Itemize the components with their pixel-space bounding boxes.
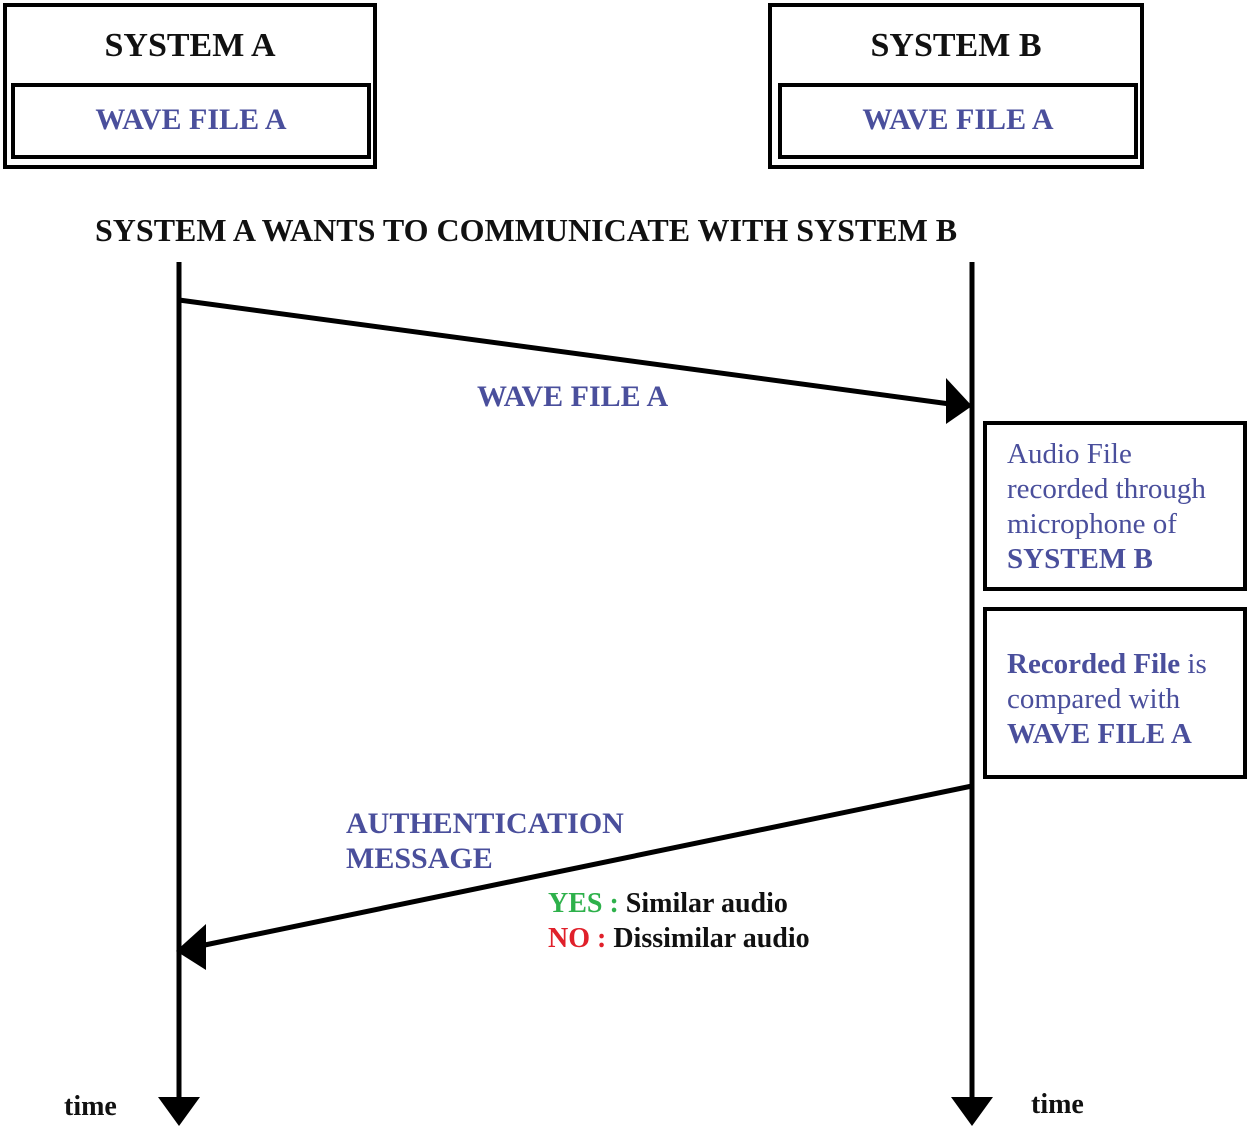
recorded-audio-line-2: recorded through: [1007, 473, 1206, 505]
legend-yes: YES : Similar audio: [548, 886, 810, 921]
comparison-line-1-rest: is: [1180, 648, 1207, 680]
system-b-title: SYSTEM B: [870, 27, 1042, 64]
recorded-audio-line-1: Audio File: [1007, 438, 1132, 470]
comparison-line-3: WAVE FILE A: [1007, 718, 1192, 750]
legend-yes-text: Similar audio: [618, 888, 788, 919]
system-a-title: SYSTEM A: [104, 27, 276, 64]
authentication-label: AUTHENTICATION MESSAGE: [346, 806, 624, 876]
recorded-audio-line-4: SYSTEM B: [1007, 543, 1153, 575]
system-a-file-label: WAVE FILE A: [95, 103, 287, 136]
legend-no: NO : Dissimilar audio: [548, 921, 810, 956]
system-b-file-label: WAVE FILE A: [862, 103, 1054, 136]
legend-yes-label: YES :: [548, 888, 619, 919]
message-wave-file-label: WAVE FILE A: [477, 380, 669, 413]
system-b-box: SYSTEM B WAVE FILE A: [768, 3, 1144, 169]
system-a-file-box: WAVE FILE A: [11, 83, 371, 159]
legend-no-label: NO :: [548, 923, 607, 954]
comparison-line-2: compared with: [1007, 683, 1181, 715]
arrow-wave-file: [178, 297, 951, 407]
system-a-box: SYSTEM A WAVE FILE A: [3, 3, 377, 169]
result-legend: YES : Similar audio NO : Dissimilar audi…: [548, 886, 810, 956]
arrow-authentication: [199, 783, 973, 949]
time-arrowhead-left: [158, 1097, 200, 1126]
diagram-heading: SYSTEM A WANTS TO COMMUNICATE WITH SYSTE…: [95, 212, 958, 248]
time-label-left: time: [64, 1091, 117, 1122]
authentication-label-line-2: MESSAGE: [346, 842, 493, 875]
legend-no-text: Dissimilar audio: [606, 923, 810, 954]
time-label-right: time: [1031, 1089, 1084, 1120]
comparison-line-1: Recorded File is: [1007, 647, 1243, 682]
arrowhead-wave-file: [946, 378, 972, 424]
recorded-audio-box: Audio File recorded through microphone o…: [983, 421, 1247, 591]
comparison-line-1-bold: Recorded File: [1007, 648, 1181, 680]
time-arrowhead-right: [951, 1097, 993, 1126]
recorded-audio-line-3: microphone of: [1007, 508, 1177, 540]
system-b-file-box: WAVE FILE A: [778, 83, 1138, 159]
comparison-box: Recorded File is compared with WAVE FILE…: [983, 607, 1247, 779]
arrowhead-authentication: [176, 924, 206, 970]
authentication-label-line-1: AUTHENTICATION: [346, 807, 624, 840]
